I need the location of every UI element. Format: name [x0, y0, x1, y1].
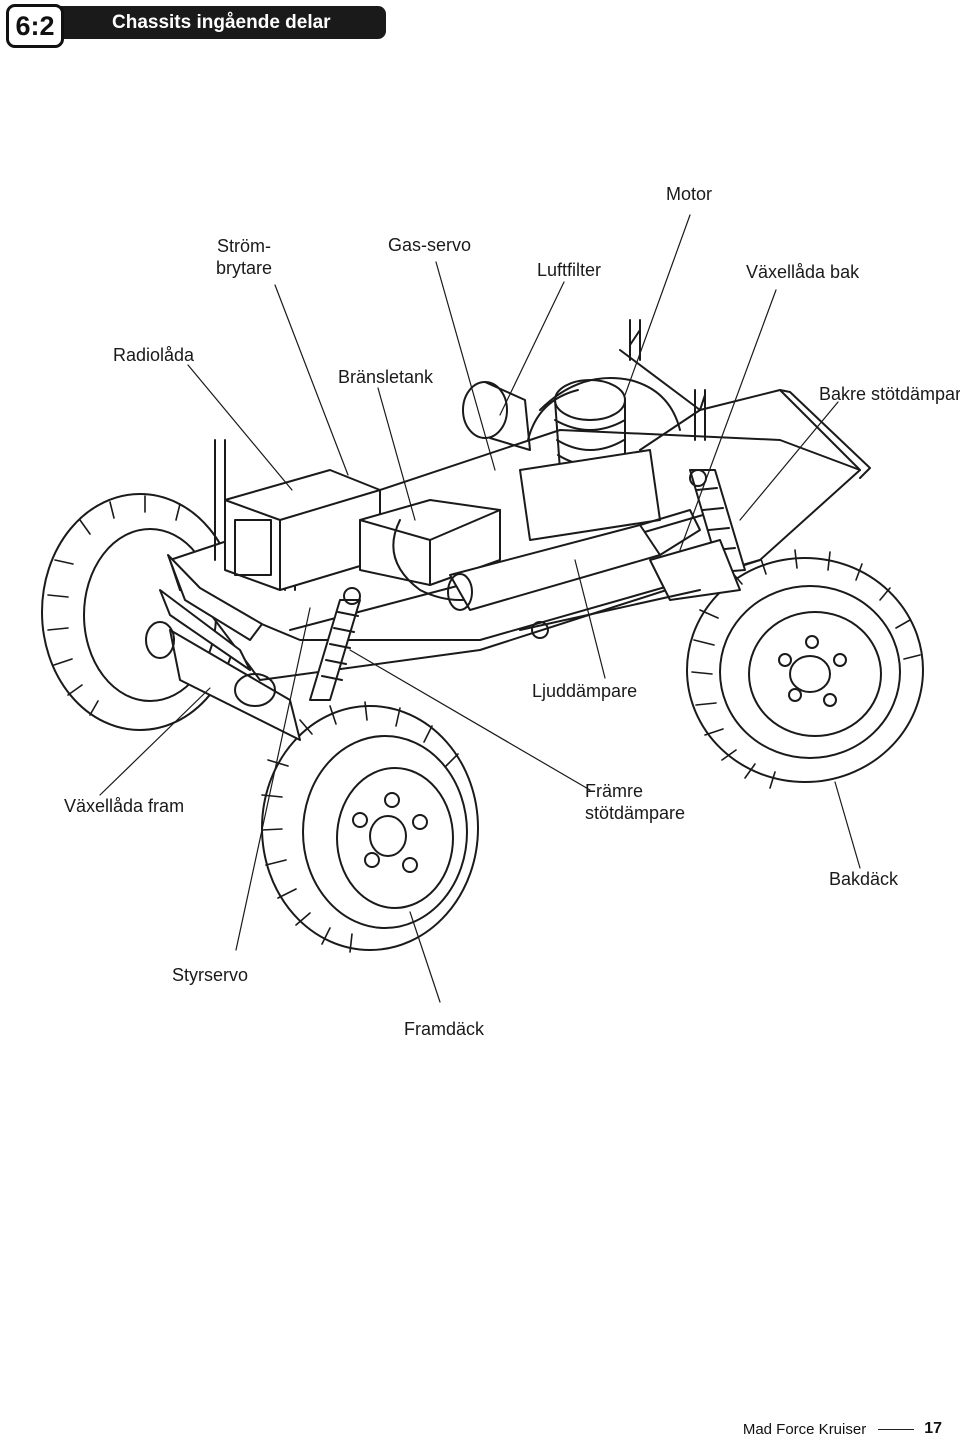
rear-gearbox: [519, 539, 741, 639]
section-title: Chassits ingående delar: [56, 6, 386, 39]
engine: [519, 379, 661, 541]
footer-rule: [878, 1428, 915, 1430]
label-ljuddampare: Ljuddämpare: [532, 681, 638, 701]
label-bransletank: Bränsletank: [338, 367, 434, 387]
label-bakdack: Bakdäck: [829, 869, 899, 889]
label-vaxellada-fram: Växellåda fram: [64, 796, 185, 816]
front-shock: [309, 587, 361, 701]
air-filter: [462, 381, 531, 451]
label-framre-stotdampare: Främre stötdämpare: [585, 781, 686, 823]
label-gas-servo: Gas-servo: [388, 235, 472, 255]
label-luftfilter: Luftfilter: [537, 260, 602, 280]
fuel-tank: [359, 499, 501, 601]
rear-right-wheel: [686, 549, 924, 789]
label-bakre-stotdampare: Bakre stötdämpare: [819, 384, 960, 404]
label-framdack: Framdäck: [404, 1019, 485, 1039]
product-name: Mad Force Kruiser: [742, 1420, 867, 1438]
front-gearbox: [145, 621, 301, 741]
label-strombrytare: Ström- brytare: [216, 236, 273, 278]
rear-left-wheel: [527, 377, 681, 441]
page-footer: Mad Force Kruiser 17: [743, 1420, 942, 1438]
label-vaxellada-bak: Växellåda bak: [746, 262, 860, 282]
label-radiolada: Radiolåda: [113, 345, 195, 365]
section-header: 6:2 Chassits ingående delar: [6, 4, 386, 48]
label-styrservo: Styrservo: [172, 965, 249, 985]
radio-box: [224, 469, 381, 591]
muffler: [447, 509, 701, 611]
section-number: 6:2: [6, 4, 64, 48]
label-motor: Motor: [666, 184, 713, 204]
page-number: 17: [924, 1420, 942, 1437]
leader-lines: [99, 214, 861, 1003]
front-right-wheel: [261, 701, 479, 953]
